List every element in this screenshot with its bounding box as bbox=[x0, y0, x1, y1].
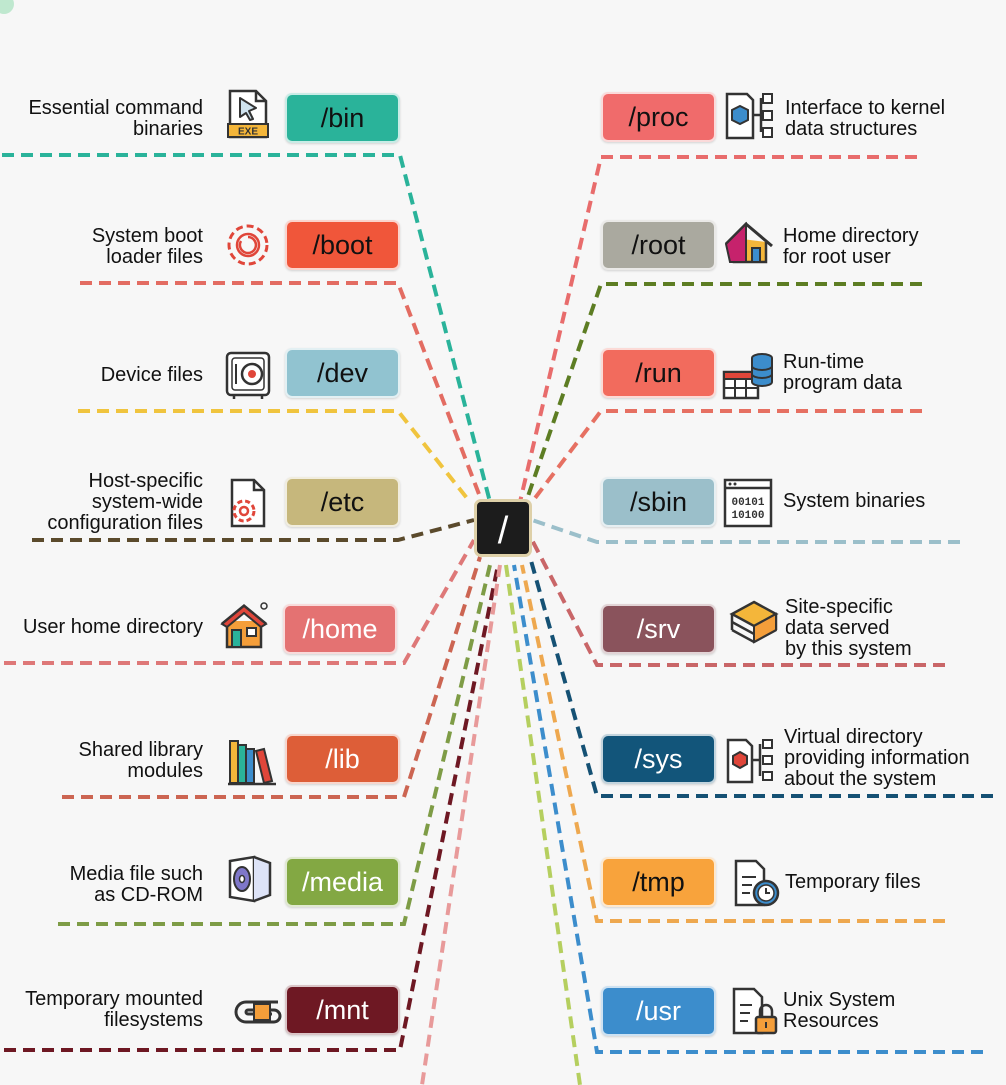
sbin-description: System binaries bbox=[783, 490, 926, 512]
dir-pill-proc[interactable]: /proc bbox=[601, 92, 716, 142]
cd-rom-icon bbox=[224, 853, 276, 905]
dir-pill-mnt[interactable]: /mnt bbox=[285, 985, 400, 1035]
house-icon bbox=[218, 600, 270, 652]
clip-mount-icon bbox=[232, 986, 284, 1038]
dir-pill-sys[interactable]: /sys bbox=[601, 734, 716, 784]
config-file-icon bbox=[222, 477, 274, 529]
connector-media bbox=[58, 564, 492, 926]
system-structure-icon bbox=[724, 734, 776, 786]
connector-sys bbox=[528, 556, 993, 798]
exe-file-icon: EXE bbox=[222, 88, 274, 140]
disk-device-icon bbox=[222, 348, 274, 400]
connector-extra-2 bbox=[420, 564, 502, 1085]
connector-usr bbox=[512, 564, 983, 1054]
dir-pill-usr[interactable]: /usr bbox=[601, 986, 716, 1036]
dir-pill-lib[interactable]: /lib bbox=[285, 734, 400, 784]
dir-pill-tmp[interactable]: /tmp bbox=[601, 857, 716, 907]
books-icon bbox=[226, 735, 278, 787]
root-house-icon bbox=[722, 216, 774, 268]
dir-pill-dev[interactable]: /dev bbox=[285, 348, 400, 398]
kernel-structure-icon bbox=[723, 90, 775, 142]
locked-file-icon bbox=[730, 985, 782, 1037]
dir-pill-media[interactable]: /media bbox=[285, 857, 400, 907]
tmp-description: Temporary files bbox=[785, 871, 921, 893]
svg-text:10100: 10100 bbox=[731, 510, 764, 522]
root-directory-node: / bbox=[474, 499, 532, 557]
connector-etc bbox=[32, 518, 475, 542]
home-description: User home directory bbox=[22, 616, 203, 638]
clock-file-icon bbox=[732, 857, 784, 909]
dir-pill-bin[interactable]: /bin bbox=[285, 93, 400, 143]
svg-text:EXE: EXE bbox=[238, 127, 258, 138]
connector-sbin bbox=[531, 518, 960, 544]
connector-dev bbox=[78, 409, 472, 504]
connector-root bbox=[524, 282, 922, 503]
corner-dot bbox=[0, 0, 14, 14]
connector-bin bbox=[2, 153, 492, 503]
gear-boot-icon bbox=[222, 219, 274, 271]
dir-pill-srv[interactable]: /srv bbox=[601, 604, 716, 654]
connector-boot bbox=[80, 281, 484, 503]
dir-pill-root[interactable]: /root bbox=[601, 220, 716, 270]
svg-text:00101: 00101 bbox=[731, 497, 764, 509]
connector-home bbox=[4, 539, 476, 665]
database-table-icon bbox=[722, 350, 774, 402]
connector-run bbox=[530, 409, 922, 504]
connector-mnt bbox=[4, 564, 500, 1052]
dir-pill-etc[interactable]: /etc bbox=[285, 477, 400, 527]
connector-tmp bbox=[520, 564, 945, 923]
dir-pill-sbin[interactable]: /sbin bbox=[601, 477, 716, 527]
layers-icon bbox=[728, 598, 780, 650]
connector-srv bbox=[530, 539, 945, 667]
dir-pill-run[interactable]: /run bbox=[601, 348, 716, 398]
dir-pill-home[interactable]: /home bbox=[283, 604, 397, 654]
connector-lib bbox=[62, 556, 482, 799]
connector-extra-1 bbox=[504, 564, 582, 1085]
connector-proc bbox=[518, 155, 917, 503]
dev-description: Device files bbox=[100, 364, 203, 386]
dir-pill-boot[interactable]: /boot bbox=[285, 220, 400, 270]
